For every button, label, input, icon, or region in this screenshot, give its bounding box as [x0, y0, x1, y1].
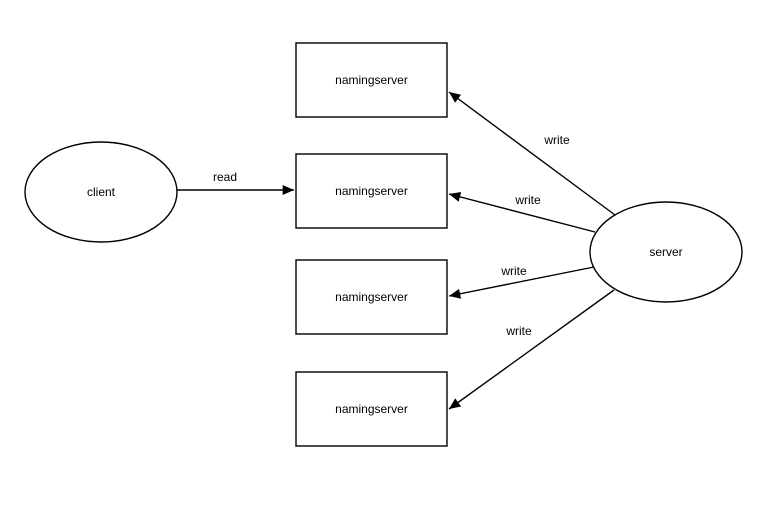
edge-write-2: write [448, 191, 596, 233]
namingserver-4-rect [295, 371, 448, 447]
node-namingserver-3: namingserver [295, 259, 448, 335]
server-ellipse [589, 201, 743, 303]
namingserver-2-rect [295, 153, 448, 229]
edge-write-3: write [448, 263, 595, 299]
node-namingserver-1-label: namingserver [335, 73, 408, 87]
node-namingserver-3-label: namingserver [335, 290, 408, 304]
edge-write-4-line [448, 289, 615, 410]
edge-read: read [177, 169, 294, 196]
node-server-label: server [649, 245, 682, 259]
edge-write-1-label: write [543, 133, 570, 147]
edge-read-label: read [213, 170, 237, 184]
node-server: server [589, 201, 743, 303]
node-client-label: client [87, 185, 116, 199]
node-namingserver-2: namingserver [295, 153, 448, 229]
edge-write-1-line [448, 91, 616, 216]
edge-write-1: write [448, 91, 616, 216]
node-namingserver-4-label: namingserver [335, 402, 408, 416]
client-ellipse [24, 141, 178, 243]
node-client: client [24, 141, 178, 243]
edge-write-4-label: write [505, 324, 532, 338]
edge-write-3-label: write [500, 264, 527, 278]
node-namingserver-2-label: namingserver [335, 184, 408, 198]
namingserver-1-rect [295, 42, 448, 118]
edge-write-3-line [448, 266, 595, 299]
edge-write-2-label: write [514, 193, 541, 207]
edge-write-2-line [448, 191, 596, 233]
namingserver-3-rect [295, 259, 448, 335]
node-namingserver-1: namingserver [295, 42, 448, 118]
edge-write-4: write [448, 289, 615, 410]
node-namingserver-4: namingserver [295, 371, 448, 447]
